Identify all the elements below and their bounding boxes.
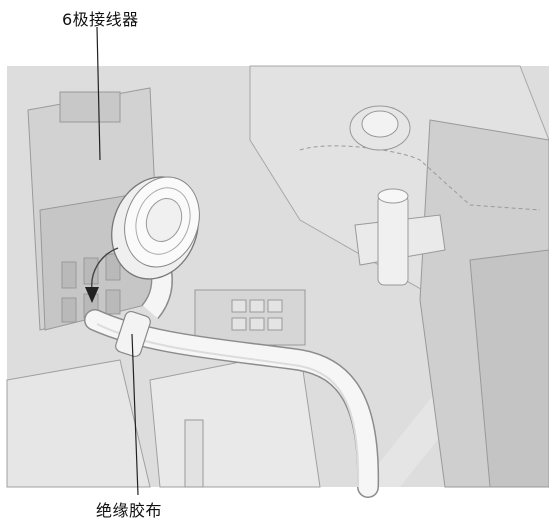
wrap-direction-arrow <box>91 247 119 291</box>
connector-top-tab <box>59 91 121 123</box>
wrap-direction-arrowhead <box>85 287 99 303</box>
tape-wrap-band <box>115 310 151 358</box>
dashed-outline <box>299 145 541 211</box>
lower-left-panel <box>6 359 151 488</box>
grid-block <box>194 289 306 346</box>
tape-callout-label: 绝缘胶布 <box>96 501 163 520</box>
tape-leader-line <box>131 333 139 496</box>
wire-harness <box>85 310 378 497</box>
connector-callout-label: 6极接线器 <box>62 10 139 29</box>
connector-leader-line <box>96 26 101 161</box>
lower-post <box>184 419 204 488</box>
stud-top <box>377 188 409 204</box>
wire-harness-highlight <box>96 323 360 488</box>
right-panel <box>469 249 549 488</box>
top-round-cap-inner <box>361 110 399 138</box>
connector-pins <box>61 253 121 323</box>
tape-roll <box>111 176 200 280</box>
stud-post <box>377 194 409 286</box>
